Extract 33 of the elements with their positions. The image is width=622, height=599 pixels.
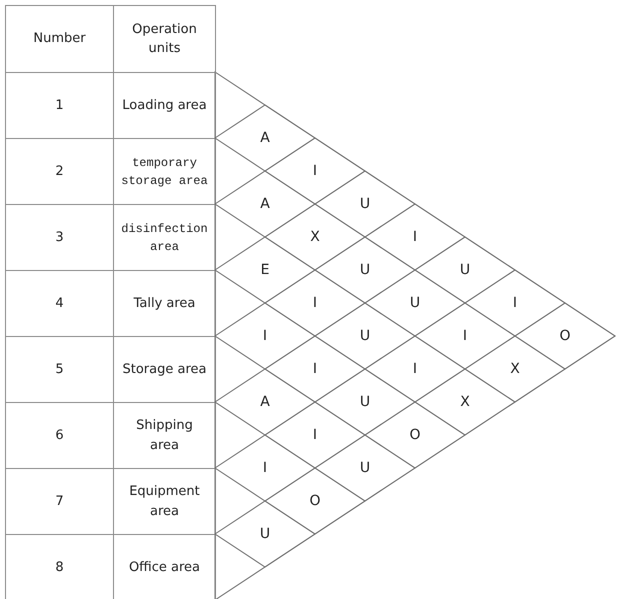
relationship-code: I bbox=[512, 295, 518, 311]
relationship-code: U bbox=[410, 295, 420, 311]
relationship-code: I bbox=[412, 229, 418, 245]
relationship-code: X bbox=[310, 229, 320, 245]
relationship-code: I bbox=[462, 328, 468, 344]
relationship-code: I bbox=[312, 163, 318, 179]
relationship-code: U bbox=[360, 460, 370, 476]
relationship-code: A bbox=[260, 196, 270, 212]
relation-diamond bbox=[215, 303, 315, 369]
relationship-code: U bbox=[460, 262, 470, 278]
relationship-code: I bbox=[312, 427, 318, 443]
relationship-code: X bbox=[460, 394, 470, 410]
relationship-code: A bbox=[260, 130, 270, 146]
column-header: Number bbox=[5, 5, 114, 73]
relationship-code: E bbox=[260, 262, 270, 278]
relationship-code: A bbox=[260, 394, 270, 410]
relation-diamond bbox=[215, 369, 315, 435]
relationship-code: O bbox=[559, 328, 571, 344]
relationship-code: I bbox=[262, 460, 268, 476]
relationship-code: I bbox=[312, 295, 318, 311]
relationship-code: I bbox=[312, 361, 318, 377]
relationship-code: O bbox=[409, 427, 421, 443]
relationship-code: I bbox=[412, 361, 418, 377]
relationship-code: U bbox=[360, 196, 370, 212]
column-header: Operation units bbox=[113, 5, 216, 73]
relationship-code: I bbox=[262, 328, 268, 344]
relationship-code: U bbox=[360, 394, 370, 410]
relationship-code: X bbox=[510, 361, 520, 377]
relationship-code: U bbox=[360, 328, 370, 344]
relation-diamond bbox=[215, 105, 315, 171]
relationship-code: U bbox=[260, 526, 270, 542]
relationship-code: U bbox=[360, 262, 370, 278]
relationship-code: O bbox=[309, 493, 321, 509]
